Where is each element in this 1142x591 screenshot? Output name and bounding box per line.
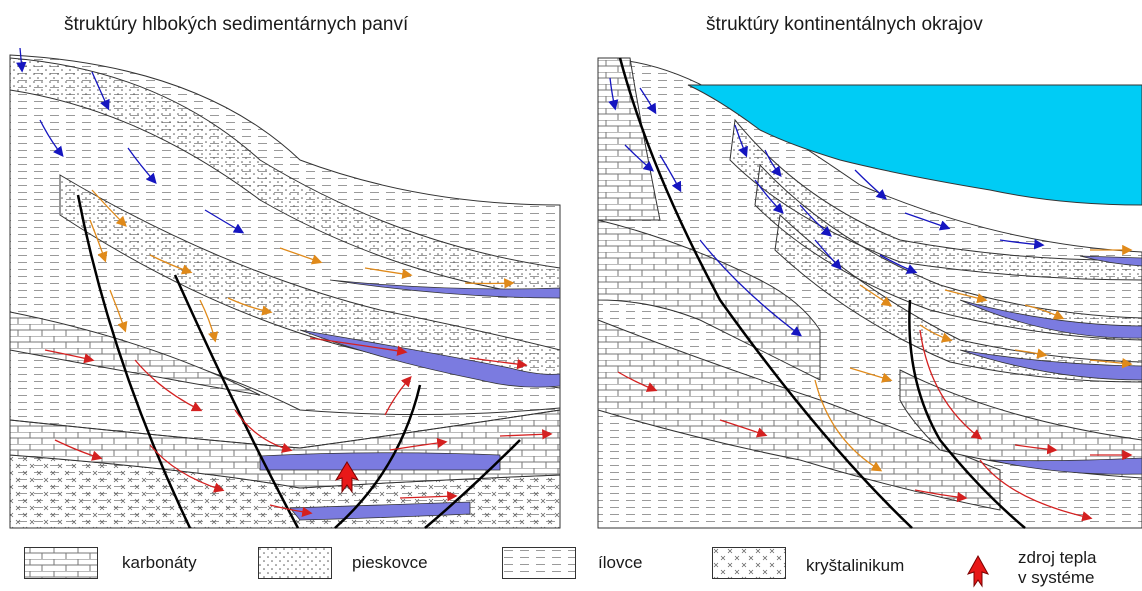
sandstone-band-lower — [59, 174, 561, 389]
legend-label-crystalline: kryštalinikum — [806, 556, 905, 575]
claystones-swatch — [502, 547, 576, 579]
flow-arrows-cold — [16, 47, 245, 234]
legend-label-heat-source-line1: zdroj tepla — [1018, 548, 1097, 567]
flow-arrows-warm — [814, 244, 1133, 472]
legend-label-carbonates: karbonáty — [122, 553, 197, 572]
heat-source-icon — [334, 461, 360, 494]
right-section — [597, 57, 1142, 529]
fault-line — [908, 299, 1026, 529]
reservoir — [329, 279, 561, 299]
flow-arrows-cold — [608, 77, 1045, 337]
legend-label-heat-source: zdroj tepla v systéme — [1018, 548, 1096, 588]
left-section — [9, 47, 561, 529]
crystalline-swatch — [712, 547, 786, 579]
reservoir — [289, 501, 471, 521]
reservoir — [959, 349, 1142, 381]
flow-arrows-hot — [44, 337, 553, 517]
reservoir — [1079, 255, 1142, 267]
carbonate-layer-upper — [9, 311, 261, 396]
fault-line — [76, 194, 192, 529]
fault-line — [173, 274, 300, 529]
reservoir — [259, 452, 501, 471]
carbonate-layer — [597, 319, 1001, 511]
flow-arrows-hot — [617, 329, 1133, 522]
legend-label-claystones: ílovce — [598, 553, 643, 572]
sea — [687, 84, 1142, 206]
sandstones-swatch — [258, 547, 332, 579]
fault-line — [618, 57, 913, 529]
flow-arrows-warm — [89, 189, 515, 343]
legend-label-heat-source-line2: v systéme — [1018, 568, 1095, 587]
fault-line — [424, 439, 521, 529]
carbonates-swatch — [24, 547, 98, 579]
heat-source-legend-icon — [966, 554, 990, 588]
legend-label-sandstones: pieskovce — [352, 553, 428, 572]
right-panel-title: štruktúry kontinentálnych okrajov — [706, 14, 983, 35]
fault-line — [334, 384, 422, 529]
reservoir — [299, 329, 561, 388]
left-panel-title: štruktúry hlbokých sedimentárnych panví — [64, 14, 409, 35]
reservoir — [989, 457, 1142, 475]
reservoir — [959, 299, 1142, 339]
